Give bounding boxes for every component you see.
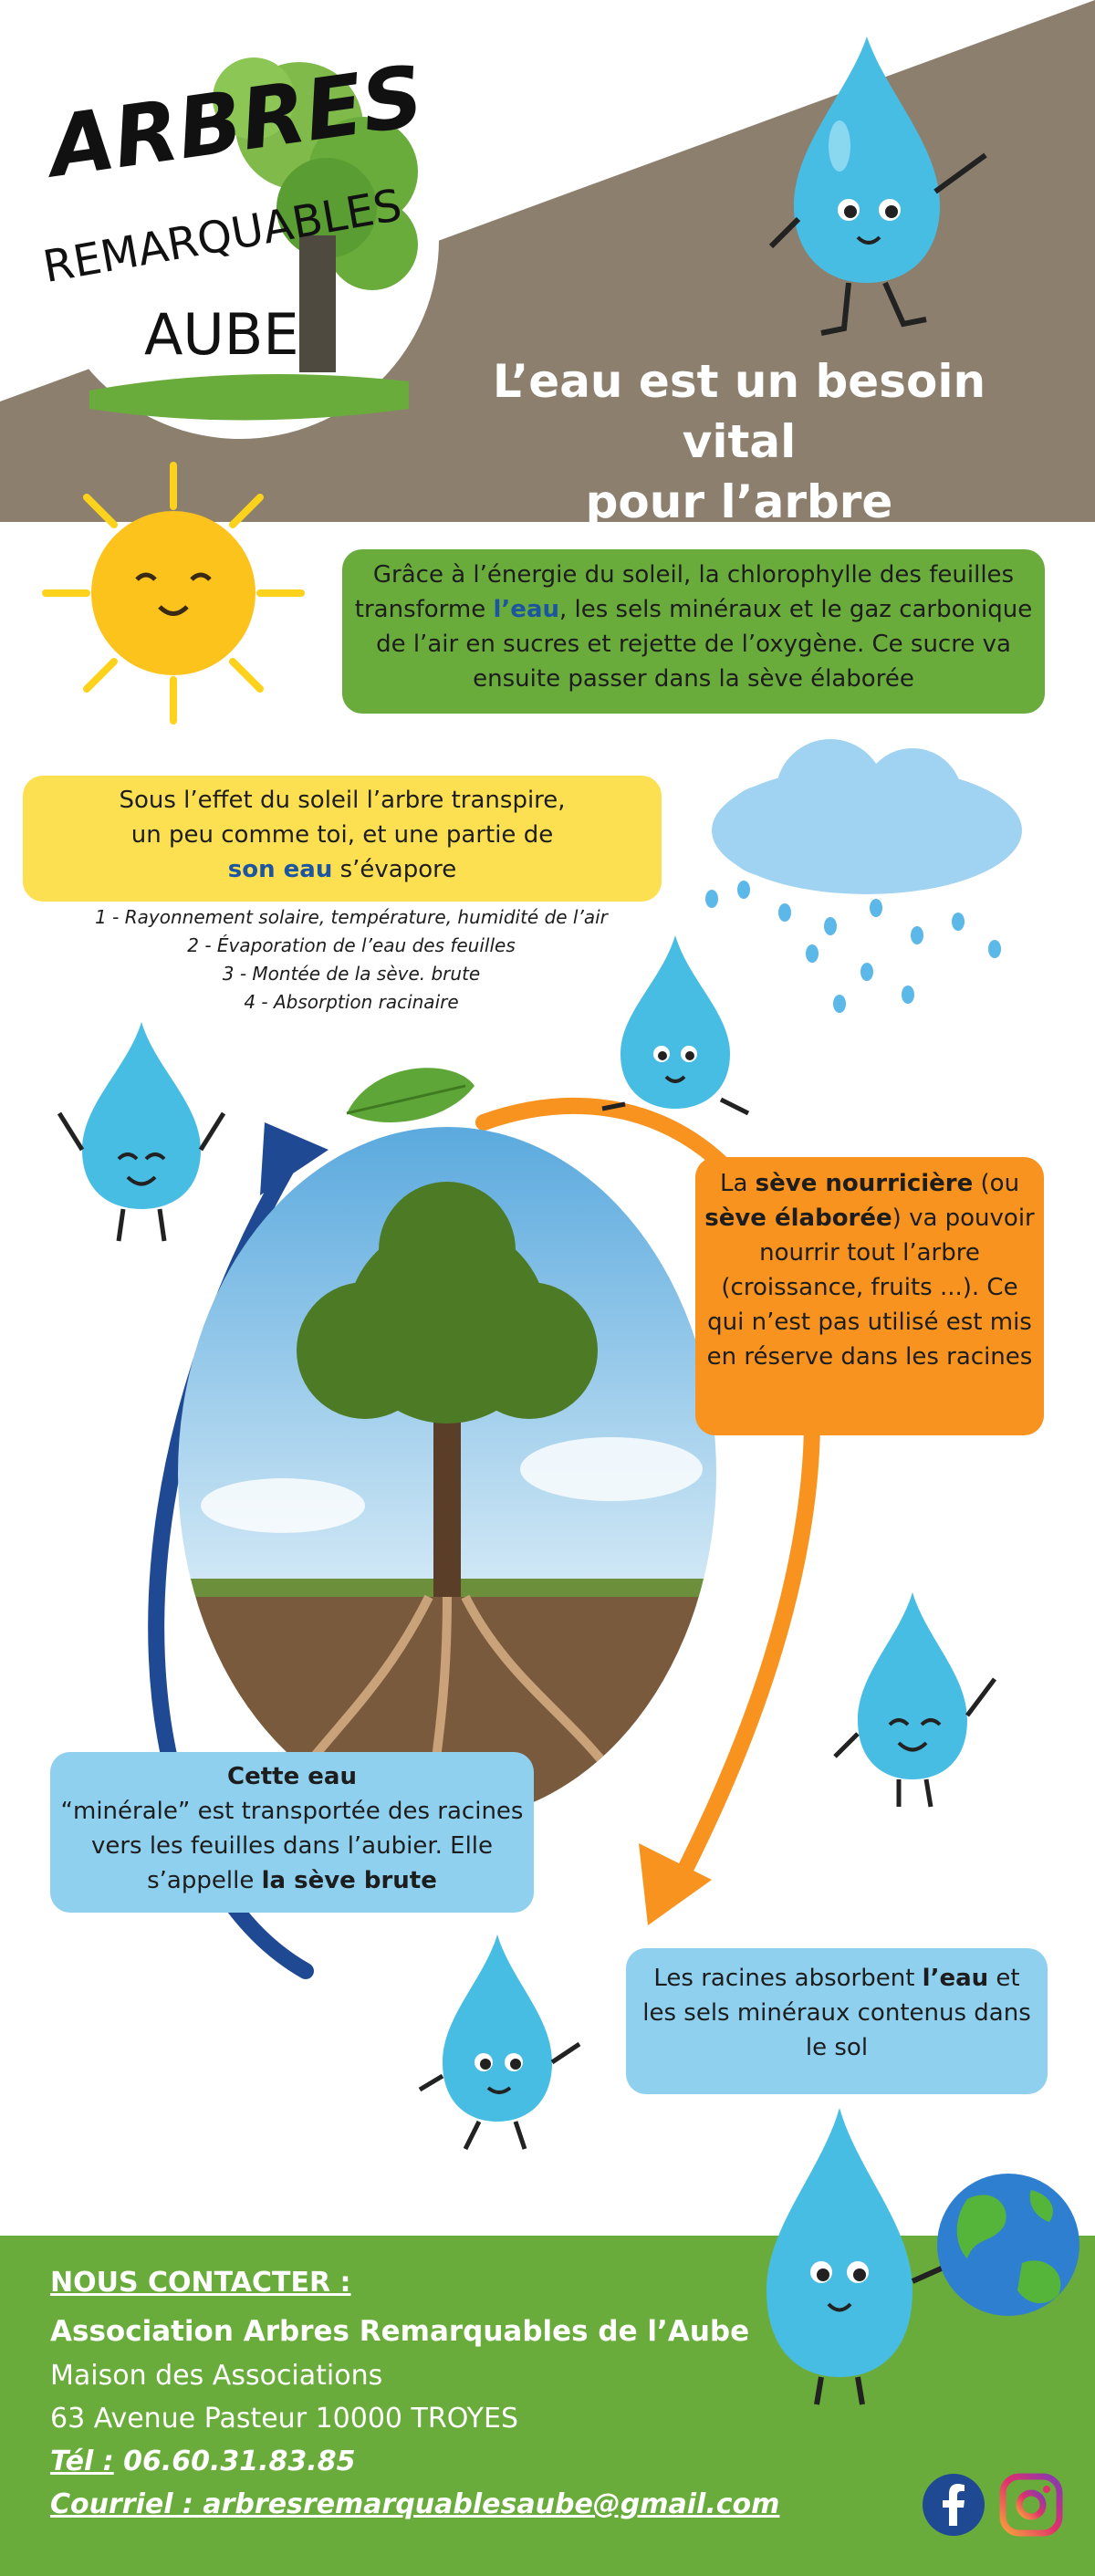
step-item: 4 - Absorption racinaire [244,991,459,1013]
raindrops [705,881,1001,1013]
instagram-icon[interactable] [999,2473,1063,2537]
root-absorption-text-box: Les racines absorbent l’eau et les sels … [626,1948,1048,2094]
water-drop-mascot-jumping [57,1022,226,1242]
transpiration-line-2: un peu comme toi, et une partie de [130,821,554,849]
leaf-icon [346,1068,474,1122]
orange-text-3: ) va pouvoir nourrir tout l’arbre (crois… [706,1205,1035,1371]
phone-label: Tél : [50,2446,114,2477]
step-item: 2 - Évaporation de l’eau des feuilles [187,934,516,956]
sun-illustration [42,462,305,725]
tree-with-roots-photo [178,1127,716,1820]
photosynthesis-highlight-water: l’eau [493,596,559,623]
photosynthesis-text-part2: , les sels minéraux et le gaz carbonique… [376,596,1033,693]
earth-globe-icon [937,2174,1079,2316]
raw-sap-body: “minérale” est transportée des racines v… [60,1798,524,1894]
transpiration-highlight: son eau [227,856,333,883]
water-drop-mascot-waving [768,37,987,336]
elaborated-sap-text-box: La sève nourricière (ou sève élaborée) v… [695,1157,1044,1435]
transpiration-line-3: son eau s’évapore [32,852,652,887]
roots-text-1: Les racines absorbent [653,1965,923,1992]
phone-number[interactable]: 06.60.31.83.85 [113,2446,356,2477]
water-drop-mascot-walking [418,1935,581,2151]
water-drop-mascot-sitting [601,935,750,1116]
logo-word-aube: AUBE [144,301,299,368]
page-title: L’eau est un besoin vital pour l’arbre [429,351,1049,532]
orange-bold-1: sève nourricière [755,1170,974,1197]
step-item: 1 - Rayonnement solaire, température, hu… [95,906,608,928]
process-steps-list: 1 - Rayonnement solaire, température, hu… [36,903,666,1017]
email-label: Courriel : [50,2488,193,2520]
contact-footer [0,2236,1095,2576]
step-item: 3 - Montée de la sève. brute [222,963,481,985]
water-drop-mascot-with-earth [766,2108,1079,2405]
photosynthesis-text-box: Grâce à l’énergie du soleil, la chloroph… [342,549,1045,714]
roots-bold: l’eau [922,1965,989,1992]
raw-sap-text-box: Cette eau “minérale” est transportée des … [50,1752,534,1913]
email-link[interactable]: arbresremarquablesaube@gmail.com [193,2488,780,2520]
email-line: Courriel : arbresremarquablesaube@gmail.… [50,2483,779,2526]
raw-sap-bold: la sève brute [261,1867,437,1894]
logo: ARBRES REMARQUABLES AUBE [37,41,439,439]
raw-sap-title: Cette eau [227,1763,357,1790]
contact-heading: NOUS CONTACTER : [50,2267,351,2299]
transpiration-text-box: Sous l’effet du soleil l’arbre transpire… [23,776,662,902]
logo-tree-canopy [89,57,418,421]
photosynthesis-text-part1: Grâce à l’énergie du soleil, la chloroph… [354,561,1015,623]
orange-bold-2: sève élaborée [704,1205,892,1232]
rain-cloud-illustration [705,739,1022,1013]
facebook-icon[interactable] [922,2473,986,2537]
association-name: Association Arbres Remarquables de l’Aub… [50,2315,750,2348]
orange-text-1: La [719,1170,756,1197]
transpiration-after: s’évapore [332,856,457,883]
address-line-2: 63 Avenue Pasteur 10000 TROYES [50,2403,519,2435]
orange-text-2: (ou [973,1170,1020,1197]
roots-text-2: et les sels minéraux contenus dans le so… [642,1965,1031,2061]
title-line-1: L’eau est un besoin vital [492,355,986,468]
title-line-2: pour l’arbre [585,475,893,528]
phone-line: Tél : 06.60.31.83.85 [50,2440,355,2483]
address-line-1: Maison des Associations [50,2360,383,2392]
transpiration-line-1: Sous l’effet du soleil l’arbre transpire… [119,787,566,814]
water-drop-mascot-happy [833,1592,996,1808]
